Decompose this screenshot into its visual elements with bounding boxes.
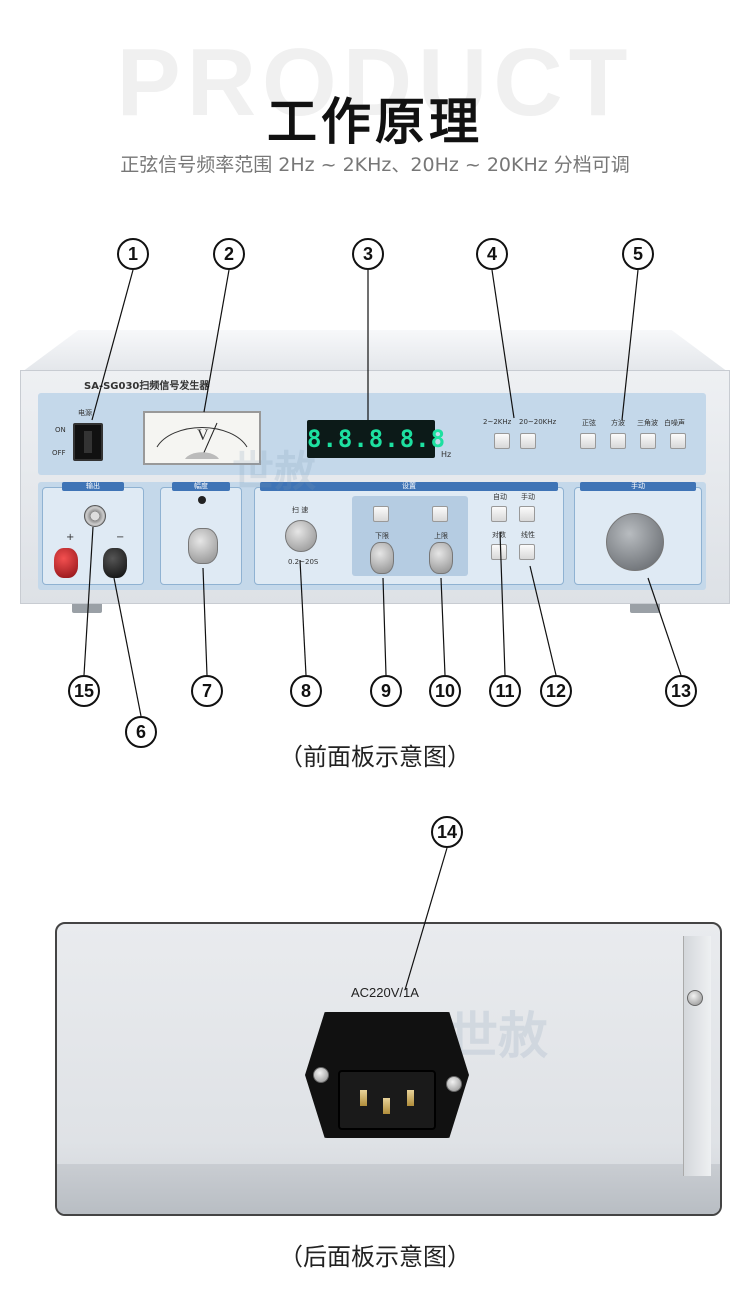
callout-14: 14 <box>431 816 463 848</box>
upper-limit-knob[interactable] <box>429 542 453 574</box>
socket-pin-left-icon <box>360 1090 367 1106</box>
meter-scale-icon <box>156 422 248 459</box>
minus-label: − <box>116 532 125 543</box>
brand-watermark-front: 世赦 <box>232 447 317 496</box>
device-foot-right <box>630 604 660 613</box>
manual-mode-label: 手动 <box>521 493 535 501</box>
device-model-name: SA-SG030扫频信号发生器 <box>84 381 210 392</box>
manual-section-label: 手动 <box>580 482 696 491</box>
upper-limit-set-button[interactable] <box>432 506 448 522</box>
sweep-speed-knob[interactable] <box>285 520 317 552</box>
wave-label-noise: 白噪声 <box>664 419 685 427</box>
auto-sweep-button[interactable] <box>491 506 507 522</box>
socket-pin-earth-icon <box>383 1098 390 1114</box>
voltmeter: V <box>143 411 261 465</box>
callout-9: 9 <box>370 675 402 707</box>
page-title: 工作原理 <box>267 93 483 151</box>
callout-13: 13 <box>665 675 697 707</box>
rear-panel-side-rail <box>683 936 711 1176</box>
log-label: 对数 <box>492 531 506 539</box>
hz-label: Hz <box>441 450 452 459</box>
rear-panel-bottom-strip <box>57 1164 720 1214</box>
front-panel-caption: （前面板示意图） <box>279 743 471 771</box>
output-section-label: 输出 <box>62 482 124 491</box>
rear-panel-caption: （后面板示意图） <box>279 1243 471 1271</box>
wave-label-sine: 正弦 <box>582 419 596 427</box>
callout-2: 2 <box>213 238 245 270</box>
sine-wave-button[interactable] <box>580 433 596 449</box>
meter-unit: V <box>197 427 209 444</box>
lower-limit-set-button[interactable] <box>373 506 389 522</box>
upper-limit-label: 上限 <box>434 532 448 540</box>
background-watermark-word: PRODUCT <box>116 29 634 136</box>
callout-6: 6 <box>125 716 157 748</box>
ac-rating-label: AC220V/1A <box>351 985 419 1000</box>
callout-12: 12 <box>540 675 572 707</box>
off-label: OFF <box>52 449 66 457</box>
socket-screw-right-icon <box>446 1076 462 1092</box>
amplitude-indicator-led <box>198 496 206 504</box>
device-top-cover <box>22 330 728 372</box>
callout-5: 5 <box>622 238 654 270</box>
log-sweep-button[interactable] <box>491 544 507 560</box>
triangle-wave-button[interactable] <box>640 433 656 449</box>
callout-7: 7 <box>191 675 223 707</box>
wave-label-triangle: 三角波 <box>637 419 658 427</box>
callout-4: 4 <box>476 238 508 270</box>
callout-11: 11 <box>489 675 521 707</box>
amplitude-section-label: 幅度 <box>172 482 230 491</box>
frequency-display: 8.8.8.8.8 <box>307 420 445 458</box>
square-wave-button[interactable] <box>610 433 626 449</box>
callout-3: 3 <box>352 238 384 270</box>
page-subtitle: 正弦信号频率范围 2Hz ~ 2KHz、20Hz ~ 20KHz 分档可调 <box>120 154 630 176</box>
on-label: ON <box>55 426 66 434</box>
lower-limit-label: 下限 <box>375 532 389 540</box>
range-label-high: 20~20KHz <box>519 418 557 426</box>
wave-label-square: 方波 <box>611 419 625 427</box>
range-label-low: 2~2KHz <box>483 418 512 426</box>
red-binding-post[interactable] <box>54 548 78 578</box>
manual-sweep-button[interactable] <box>519 506 535 522</box>
callout-8: 8 <box>290 675 322 707</box>
range-2khz-button[interactable] <box>494 433 510 449</box>
lower-limit-knob[interactable] <box>370 542 394 574</box>
socket-pin-right-icon <box>407 1090 414 1106</box>
plus-label: + <box>66 532 75 543</box>
black-binding-post[interactable] <box>103 548 127 578</box>
power-switch[interactable] <box>73 423 103 461</box>
rail-screw-icon <box>687 990 703 1006</box>
sweep-speed-label: 扫 速 <box>292 506 309 514</box>
callout-15: 15 <box>68 675 100 707</box>
socket-screw-left-icon <box>313 1067 329 1083</box>
device-foot-left <box>72 604 102 613</box>
amplitude-knob[interactable] <box>188 528 218 564</box>
linear-label: 线性 <box>521 531 535 539</box>
linear-sweep-button[interactable] <box>519 544 535 560</box>
white-noise-button[interactable] <box>670 433 686 449</box>
bnc-output-connector[interactable] <box>84 505 106 527</box>
sweep-range-label: 0.2~20S <box>288 558 319 566</box>
range-20khz-button[interactable] <box>520 433 536 449</box>
callout-1: 1 <box>117 238 149 270</box>
auto-label: 自动 <box>493 493 507 501</box>
manual-frequency-knob[interactable] <box>606 513 664 571</box>
brand-watermark-rear: 世赦 <box>448 1007 548 1065</box>
power-label: 电源 <box>78 409 92 417</box>
settings-section-label: 设置 <box>260 482 558 491</box>
callout-10: 10 <box>429 675 461 707</box>
